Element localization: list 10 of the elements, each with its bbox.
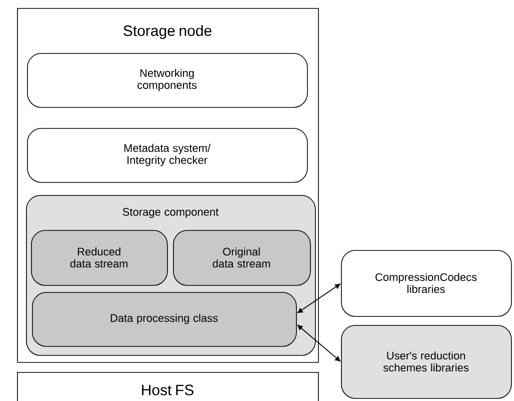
arrow (298, 284, 340, 314)
component-box: Networking components (27, 53, 308, 108)
filesystem-box: Host FS (17, 372, 319, 401)
stream-box: Original data stream (173, 230, 311, 286)
class-box: Data processing class (32, 292, 297, 347)
library-box: CompressionCodecs libraries (341, 250, 512, 317)
arrow (297, 324, 340, 362)
library-box: User's reduction schemes libraries (341, 325, 512, 399)
stream-box: Reduced data stream (31, 230, 168, 286)
component-box: Metadata system/ Integrity checker (27, 128, 308, 183)
